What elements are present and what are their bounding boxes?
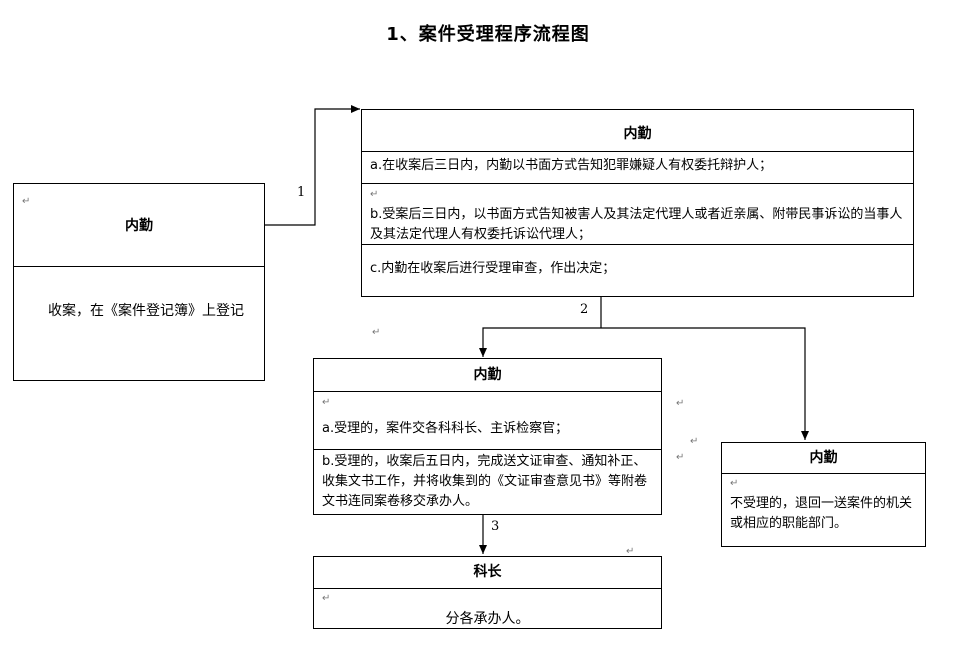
box-intake-header: ↵ 内勤: [14, 184, 264, 267]
para-mark: ↵: [626, 546, 635, 557]
edge-label-1: 1: [297, 185, 306, 200]
box-assign-body: 分各承办人。: [445, 611, 530, 627]
para-mark: ↵: [730, 478, 739, 489]
edge-label-2: 2: [580, 302, 589, 317]
box-reject-title: 内勤: [722, 443, 925, 474]
box-assign-title: 科长: [314, 557, 661, 589]
box-accept-item-a: a.受理的，案件交各科科长、主诉检察官；: [322, 421, 569, 436]
box-notify-item-c: c.内勤在收案后进行受理审查，作出决定；: [370, 261, 616, 276]
box-accept-title: 内勤: [314, 359, 661, 392]
box-accept-item-b: b.受理的，收案后五日内，完成送文证审查、通知补正、收集文书工作，并将收集到的《…: [322, 454, 648, 509]
box-reject-body-cell: ↵ 不受理的，退回一送案件的机关或相应的职能部门。: [722, 474, 925, 538]
para-mark: ↵: [22, 196, 31, 207]
box-reject-body: 不受理的，退回一送案件的机关或相应的职能部门。: [730, 496, 913, 531]
para-mark: ↵: [322, 397, 331, 408]
para-mark: ↵: [372, 327, 381, 338]
page-title: 1、案件受理程序流程图: [386, 24, 590, 45]
para-mark: ↵: [322, 593, 331, 604]
box-notify: 内勤 a.在收案后三日内，内勤以书面方式告知犯罪嫌疑人有权委托辩护人； ↵ b.…: [361, 109, 914, 297]
box-accept: 内勤 ↵ a.受理的，案件交各科科长、主诉检察官； b.受理的，收案后五日内，完…: [313, 358, 662, 515]
para-mark: ↵: [690, 436, 699, 447]
para-mark: ↵: [370, 189, 379, 200]
box-intake: ↵ 内勤 收案，在《案件登记簿》上登记: [13, 183, 265, 381]
arrow-2-left: [479, 327, 601, 357]
box-notify-item-b: b.受案后三日内，以书面方式告知被害人及其法定代理人或者近亲属、附带民事诉讼的当…: [370, 207, 903, 242]
box-reject: 内勤 ↵ 不受理的，退回一送案件的机关或相应的职能部门。: [721, 442, 926, 547]
box-assign: 科长 ↵ 分各承办人。: [313, 556, 662, 629]
arrow-2-right: [601, 327, 809, 440]
box-assign-body-cell: ↵ 分各承办人。: [314, 589, 661, 633]
box-accept-item-a-cell: ↵ a.受理的，案件交各科科长、主诉检察官；: [314, 392, 661, 450]
box-intake-body: 收案，在《案件登记簿》上登记: [48, 303, 244, 319]
arrow-1: [264, 105, 360, 226]
box-intake-title: 内勤: [125, 218, 153, 234]
edge-label-3: 3: [491, 519, 500, 534]
box-notify-item-b-cell: ↵ b.受案后三日内，以书面方式告知被害人及其法定代理人或者近亲属、附带民事诉讼…: [362, 184, 913, 245]
para-mark: ↵: [676, 398, 685, 409]
box-notify-title: 内勤: [362, 110, 913, 152]
box-notify-item-a: a.在收案后三日内，内勤以书面方式告知犯罪嫌疑人有权委托辩护人；: [362, 152, 913, 184]
para-mark: ↵: [676, 452, 685, 463]
